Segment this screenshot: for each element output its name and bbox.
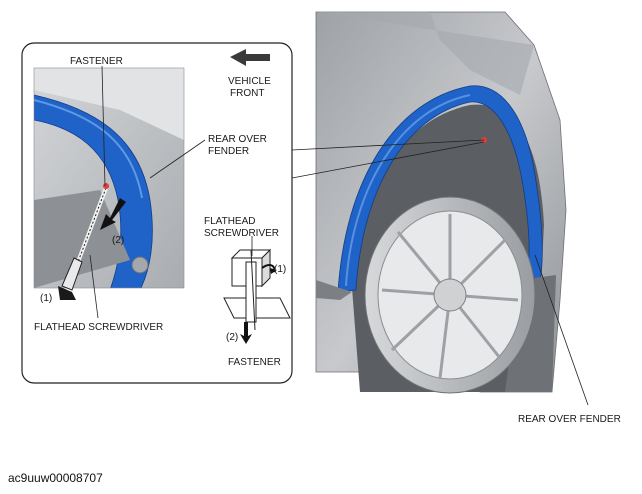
inset-closeup (34, 68, 184, 288)
label-flathead-right-1: FLATHEAD (204, 216, 256, 227)
label-rear-over-fender-inset-1: REAR OVER (208, 134, 267, 145)
figure-code: ac9uuw00008707 (8, 471, 103, 485)
label-step1-left: (1) (40, 293, 52, 304)
label-fastener-top: FASTENER (70, 56, 123, 67)
label-rear-over-fender-main: REAR OVER FENDER (518, 414, 621, 425)
label-flathead-bottom: FLATHEAD SCREWDRIVER (34, 322, 163, 333)
label-step2-right: (2) (226, 332, 238, 343)
label-step1-right: (1) (274, 264, 286, 275)
label-step2-left: (2) (112, 235, 124, 246)
label-vehicle-front-2: FRONT (230, 88, 264, 99)
label-fastener-bottom: FASTENER (228, 357, 281, 368)
push-arrow-left-icon (100, 198, 126, 230)
removal-sketch (223, 248, 291, 344)
vehicle-front-arrow-icon (230, 49, 270, 66)
label-flathead-right-2: SCREWDRIVER (204, 228, 279, 239)
vehicle-view (315, 11, 567, 394)
label-rear-over-fender-inset-2: FENDER (208, 146, 249, 157)
screwdriver-left (58, 183, 109, 300)
label-vehicle-front-1: VEHICLE (228, 76, 271, 87)
